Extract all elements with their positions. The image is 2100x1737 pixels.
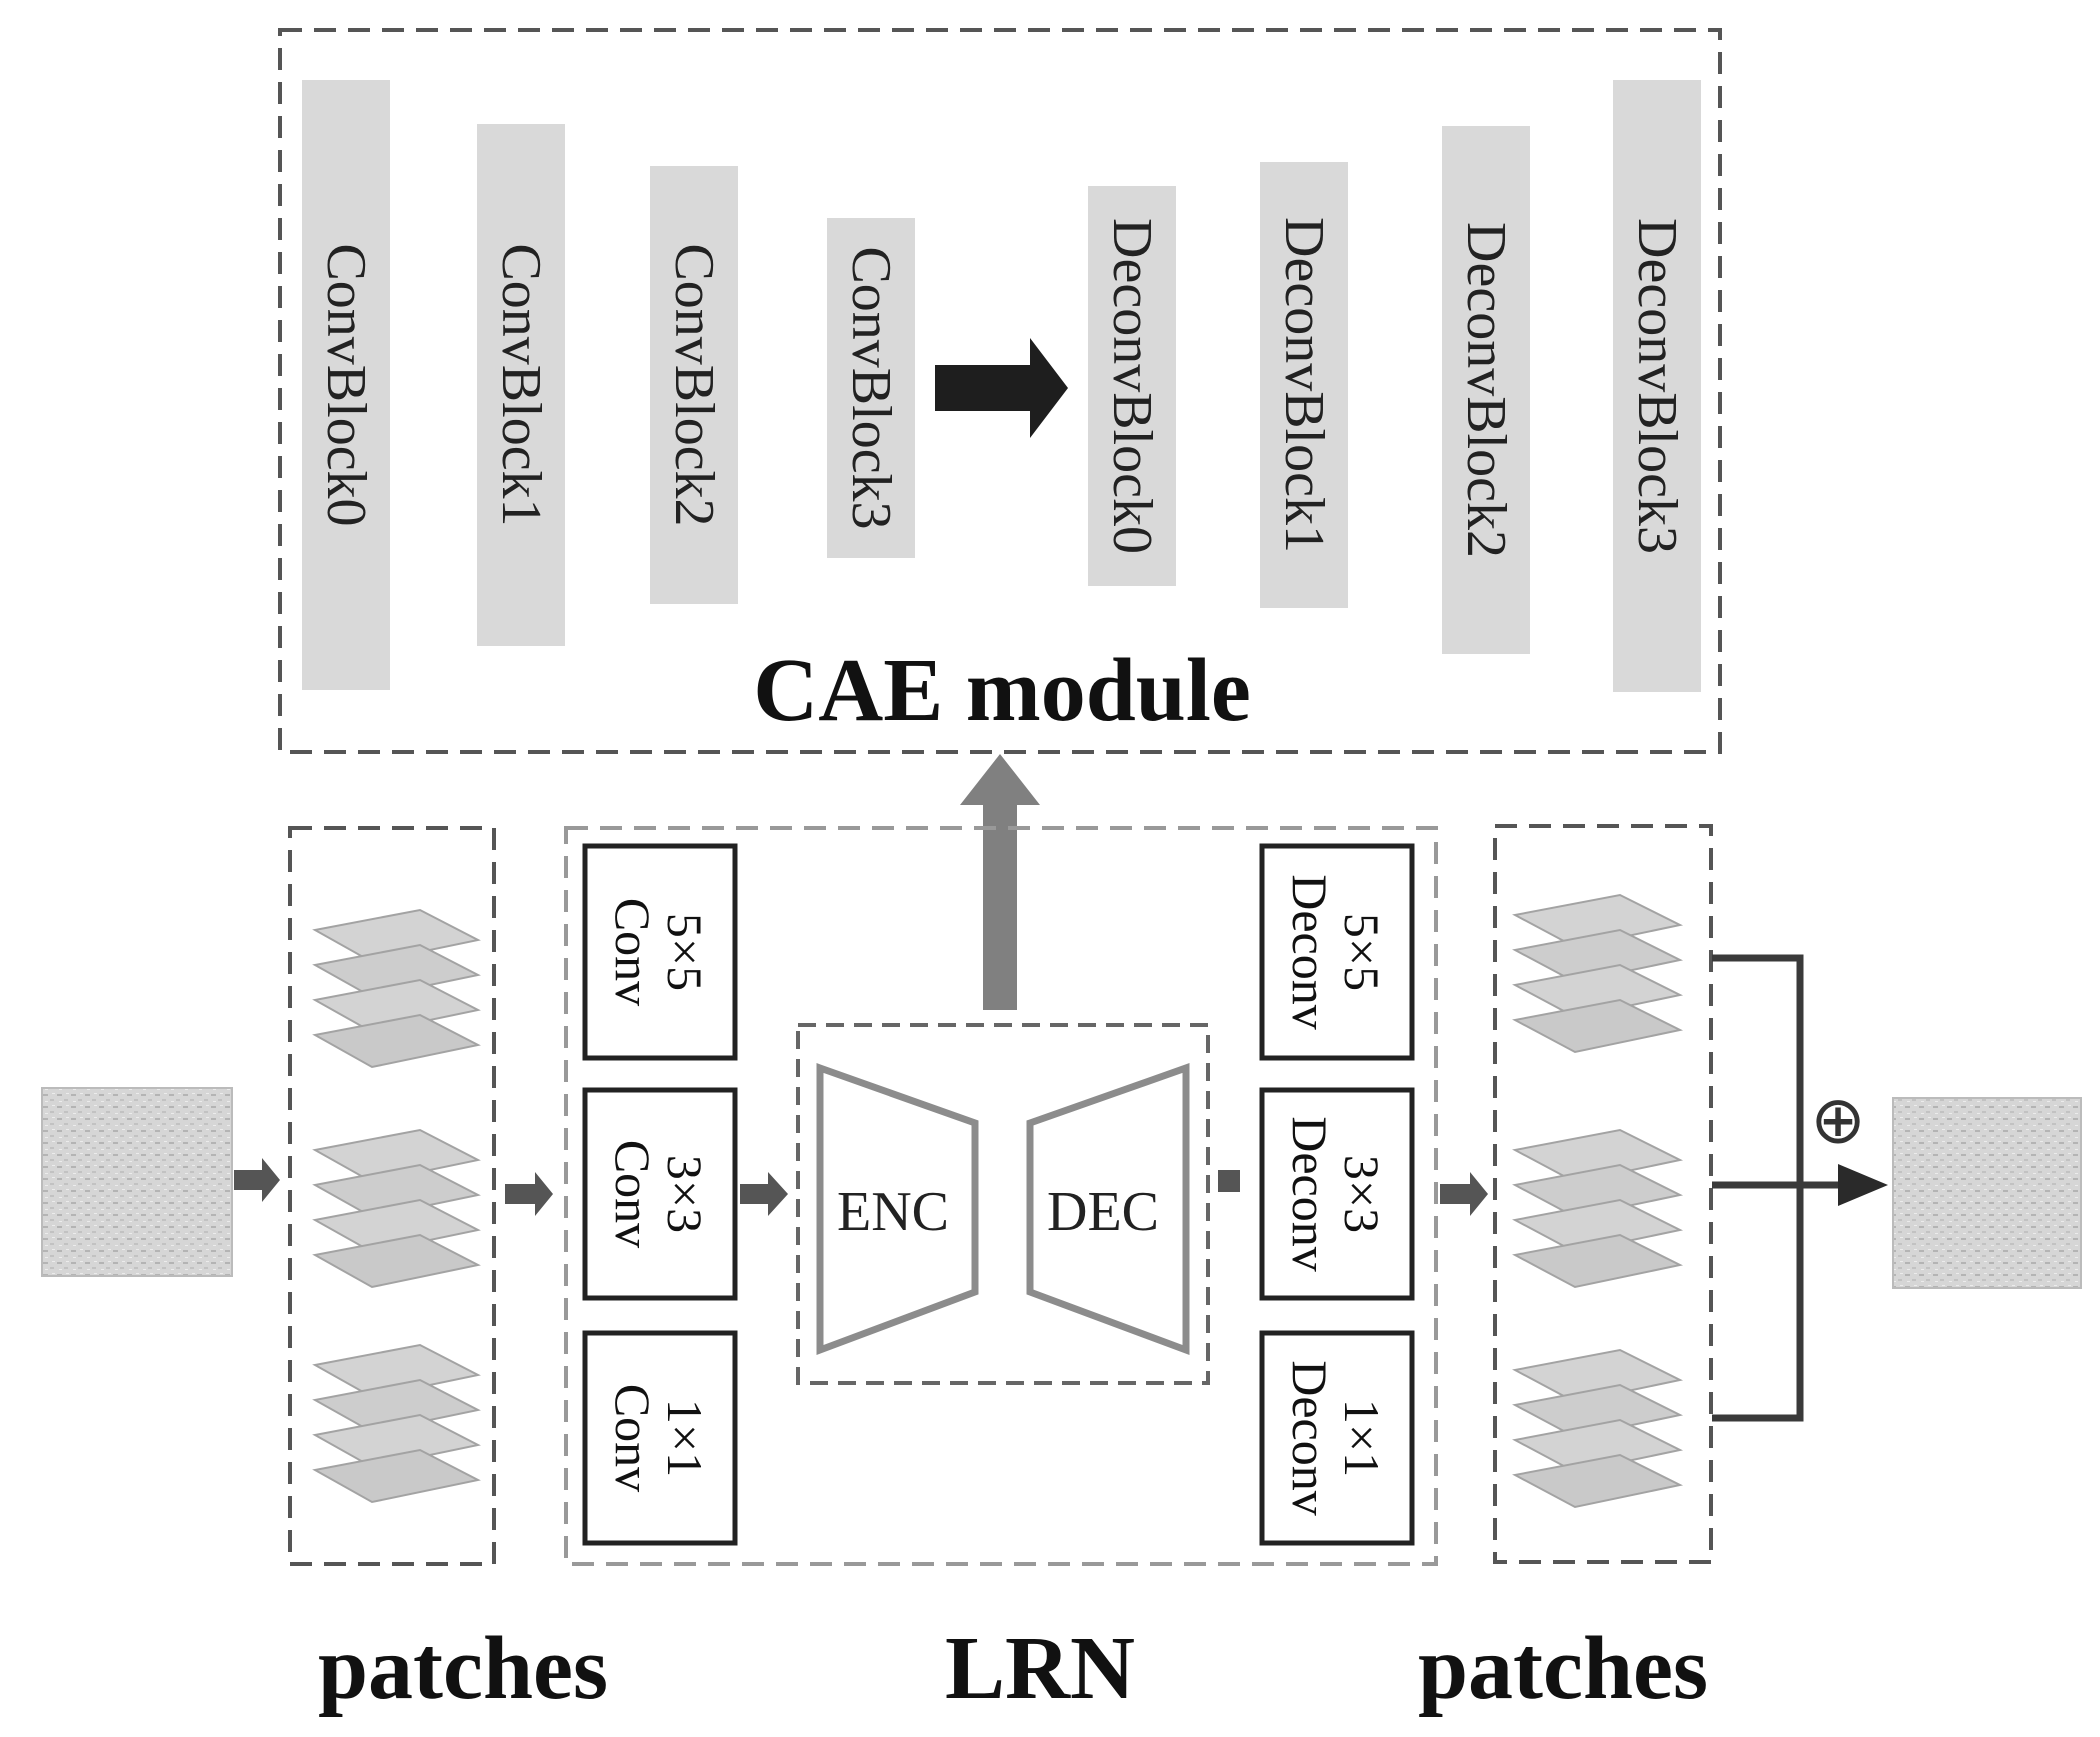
cae-encoder-block-2-label: ConvBlock2: [663, 243, 725, 526]
sum-icon: ⊕: [1810, 1082, 1865, 1159]
input-to-patches-arrow: [234, 1158, 280, 1202]
lrn-module: 5×5 Conv 3×3 Conv 1×1 Conv ENC DEC 5×5 D…: [564, 826, 1438, 1566]
conv-to-encoder-arrow: [740, 1172, 788, 1216]
conv-block-3x3: 3×3 Conv: [582, 1087, 738, 1301]
lrn-to-cae-arrow: [960, 754, 1040, 1010]
encoder-trapezoid: [816, 1063, 979, 1356]
cae-encoder-block-3-label: ConvBlock3: [840, 246, 902, 529]
conv-block-1x1: 1×1 Conv: [582, 1330, 738, 1546]
decoder-label: DEC: [1047, 1181, 1159, 1243]
cae-decoder-block-3: DeconvBlock3: [1613, 80, 1701, 692]
lrn-to-patches-arrow: [1440, 1172, 1488, 1216]
input-image: [41, 1087, 233, 1277]
patch-stack-left-1: [312, 908, 481, 1069]
conv-block-5x5: 5×5 Conv: [582, 843, 738, 1061]
cae-decoder-block-2-label: DeconvBlock2: [1455, 222, 1517, 558]
right-patches-group: [1493, 824, 1713, 1564]
cae-encoder-block-2: ConvBlock2: [650, 166, 738, 604]
lrn-label: LRN: [945, 1619, 1135, 1718]
cae-decoder-block-0: DeconvBlock0: [1088, 186, 1176, 586]
cae-encoder-block-0: ConvBlock0: [302, 80, 390, 690]
decoder-trapezoid: [1026, 1063, 1190, 1356]
cae-encoder-block-1: ConvBlock1: [477, 124, 565, 646]
patch-stack-left-2: [312, 1128, 481, 1289]
deconv-block-5x5: 5×5 Deconv: [1259, 843, 1415, 1061]
left-patches-frame: [288, 826, 496, 1566]
merge-output-arrow: [1838, 1164, 1888, 1206]
patch-stack-right-2: [1512, 1128, 1684, 1289]
patch-stack-right-1: [1512, 893, 1684, 1054]
deconv-block-3x3-size: 3×3: [1334, 1155, 1390, 1233]
deconv-block-1x1-size: 1×1: [1334, 1399, 1390, 1477]
cae-decoder-block-1: DeconvBlock1: [1260, 162, 1348, 608]
right-patches-label: patches: [1418, 1619, 1708, 1718]
deconv-block-5x5-op: Deconv: [1282, 874, 1338, 1030]
cae-decoder-block-3-label: DeconvBlock3: [1626, 218, 1688, 554]
cae-decoder-block-0-label: DeconvBlock0: [1101, 218, 1163, 554]
deconv-block-3x3: 3×3 Deconv: [1259, 1087, 1415, 1301]
left-patches-label: patches: [318, 1619, 608, 1718]
cae-module: ConvBlock0 ConvBlock1 ConvBlock2 ConvBlo…: [278, 28, 1722, 754]
cae-encoder-block-3: ConvBlock3: [827, 218, 915, 558]
merge-connector: [1712, 954, 1842, 1422]
cae-module-title: CAE module: [753, 641, 1251, 740]
left-patches-group: [288, 826, 496, 1566]
cae-encoder-block-1-label: ConvBlock1: [490, 243, 552, 526]
cae-bottleneck-arrow: [935, 338, 1068, 438]
conv-block-1x1-op: Conv: [605, 1384, 661, 1492]
conv-block-5x5-size: 5×5: [657, 913, 713, 991]
conv-block-3x3-op: Conv: [605, 1140, 661, 1248]
conv-block-5x5-op: Conv: [605, 898, 661, 1006]
deconv-block-3x3-op: Deconv: [1282, 1116, 1338, 1272]
lrn-frame: [564, 826, 1438, 1566]
output-image: [1892, 1097, 2082, 1289]
encoder-label: ENC: [837, 1181, 949, 1243]
conv-block-1x1-size: 1×1: [657, 1399, 713, 1477]
deconv-block-1x1-op: Deconv: [1282, 1360, 1338, 1516]
patches-to-lrn-arrow: [505, 1172, 553, 1216]
patch-stack-left-3: [312, 1343, 481, 1504]
decoder-to-deconv-connector: [1218, 1170, 1240, 1192]
right-patches-frame: [1493, 824, 1713, 1564]
deconv-block-5x5-size: 5×5: [1334, 913, 1390, 991]
cae-module-frame: [278, 28, 1722, 754]
conv-block-3x3-size: 3×3: [657, 1155, 713, 1233]
cae-decoder-block-2: DeconvBlock2: [1442, 126, 1530, 654]
deconv-block-1x1: 1×1 Deconv: [1259, 1330, 1415, 1546]
cae-encoder-block-0-label: ConvBlock0: [315, 243, 377, 526]
patch-stack-right-3: [1512, 1348, 1684, 1509]
enc-dec-frame: [796, 1023, 1210, 1385]
cae-decoder-block-1-label: DeconvBlock1: [1273, 217, 1335, 553]
